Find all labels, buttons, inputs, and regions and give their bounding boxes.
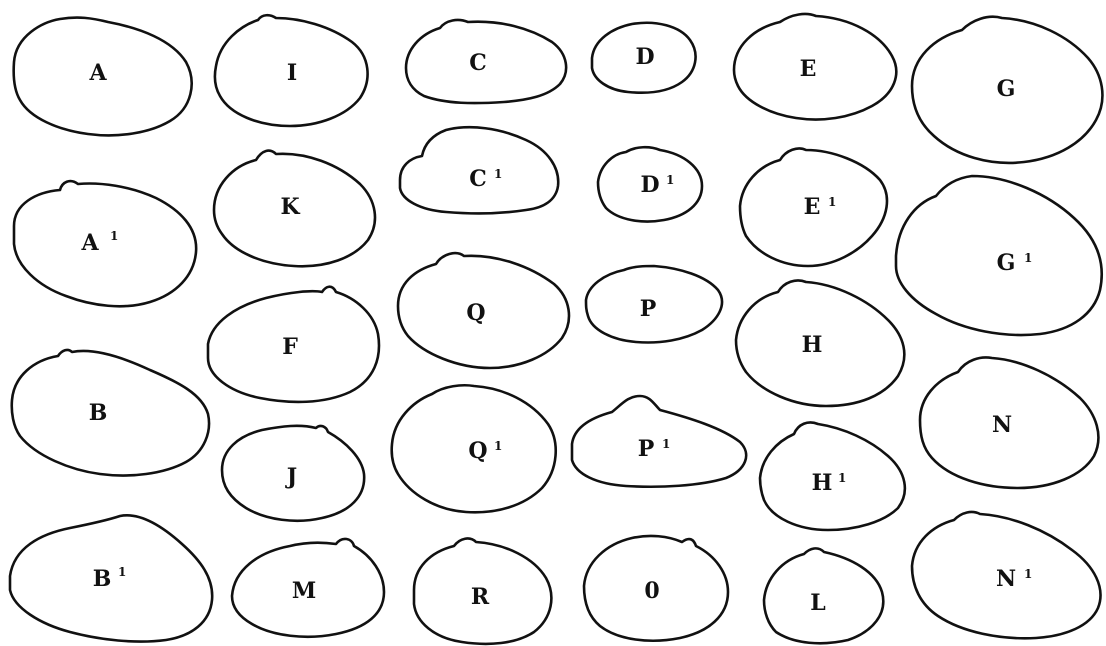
shell-sup-d1: 1 <box>666 173 674 187</box>
shell-label-i: I <box>287 60 297 86</box>
shell-outline-h1 <box>760 422 905 530</box>
shell-label-q: Q <box>466 300 485 326</box>
shell-sup-a1: 1 <box>110 229 118 243</box>
shell-figure-l: L <box>764 548 883 643</box>
shell-label-j: J <box>285 464 297 490</box>
shell-figure-n: N <box>920 358 1098 488</box>
shell-figure-o: 0 <box>584 536 728 641</box>
shell-figure-d1: D 1 <box>598 147 702 221</box>
shell-figure-f: F <box>208 287 379 402</box>
shell-figure-p: P <box>586 266 722 343</box>
shell-label-a: A <box>88 60 107 86</box>
shell-sup-q1: 1 <box>494 439 502 453</box>
shell-label-d: D <box>635 44 654 70</box>
shell-label-r: R <box>471 584 490 610</box>
shell-label-h: H <box>802 332 823 358</box>
shell-label-k: K <box>280 194 300 220</box>
shell-sup-c1: 1 <box>494 167 502 181</box>
shell-figure-d: D <box>592 23 696 93</box>
shell-figure-b1: B 1 <box>10 515 212 641</box>
shell-label-e1: E <box>804 194 821 220</box>
shell-label-p1: P <box>638 436 655 462</box>
shell-label-a1: A <box>80 230 99 256</box>
shell-label-f: F <box>282 334 298 360</box>
shell-label-g: G <box>997 76 1016 102</box>
shell-sup-e1: 1 <box>828 195 836 209</box>
shell-label-c: C <box>469 50 487 76</box>
shell-figure-h: H <box>736 280 904 406</box>
shell-sup-g1: 1 <box>1024 251 1032 265</box>
shell-figure-c: C <box>406 20 566 103</box>
shell-figure-g1: G 1 <box>896 176 1102 335</box>
shell-sup-h1: 1 <box>838 471 846 485</box>
shell-label-n: N <box>992 412 1012 438</box>
shell-label-q1: Q <box>468 438 487 464</box>
shell-label-g1: G <box>997 250 1016 276</box>
shell-outline-b <box>12 350 209 476</box>
shell-figure-p1: P 1 <box>572 396 746 487</box>
shell-label-d1: D <box>640 172 659 198</box>
shell-label-e: E <box>800 56 817 82</box>
shell-figure-r: R <box>414 539 551 644</box>
shell-figure-e1: E 1 <box>740 148 887 266</box>
shell-label-b: B <box>89 400 108 426</box>
shell-figure-k: K <box>214 151 375 267</box>
shell-sup-b1: 1 <box>118 565 126 579</box>
shell-figure-q: Q <box>398 253 569 368</box>
shell-figure-i: I <box>215 15 368 126</box>
shell-figure-b: B <box>12 350 209 476</box>
shell-label-h1: H <box>812 470 833 496</box>
shell-label-o: 0 <box>644 578 659 604</box>
shell-figure-j: J <box>222 426 364 521</box>
shell-figure-a1: A 1 <box>14 181 196 306</box>
shell-figure-c1: C 1 <box>400 127 558 213</box>
shell-label-p: P <box>640 296 657 322</box>
shell-outline-p1 <box>572 396 746 487</box>
shell-sup-n1: 1 <box>1024 567 1032 581</box>
shell-figure-g: G <box>912 17 1102 163</box>
shell-figure-h1: H 1 <box>760 422 905 530</box>
shell-figure-m: M <box>232 539 384 637</box>
shell-figure-n1: N 1 <box>912 512 1100 638</box>
shell-label-l: L <box>810 590 825 616</box>
shell-label-n1: N <box>996 566 1016 592</box>
shell-figure-e: E <box>734 14 896 120</box>
shell-label-b1: B <box>93 566 112 592</box>
shell-figure-q1: Q 1 <box>392 385 556 512</box>
shell-sup-p1: 1 <box>662 437 670 451</box>
shell-label-m: M <box>292 578 316 604</box>
shell-figure-a: A <box>14 18 192 136</box>
shell-outline-a1 <box>14 181 196 306</box>
shell-label-c1: C <box>469 166 487 192</box>
